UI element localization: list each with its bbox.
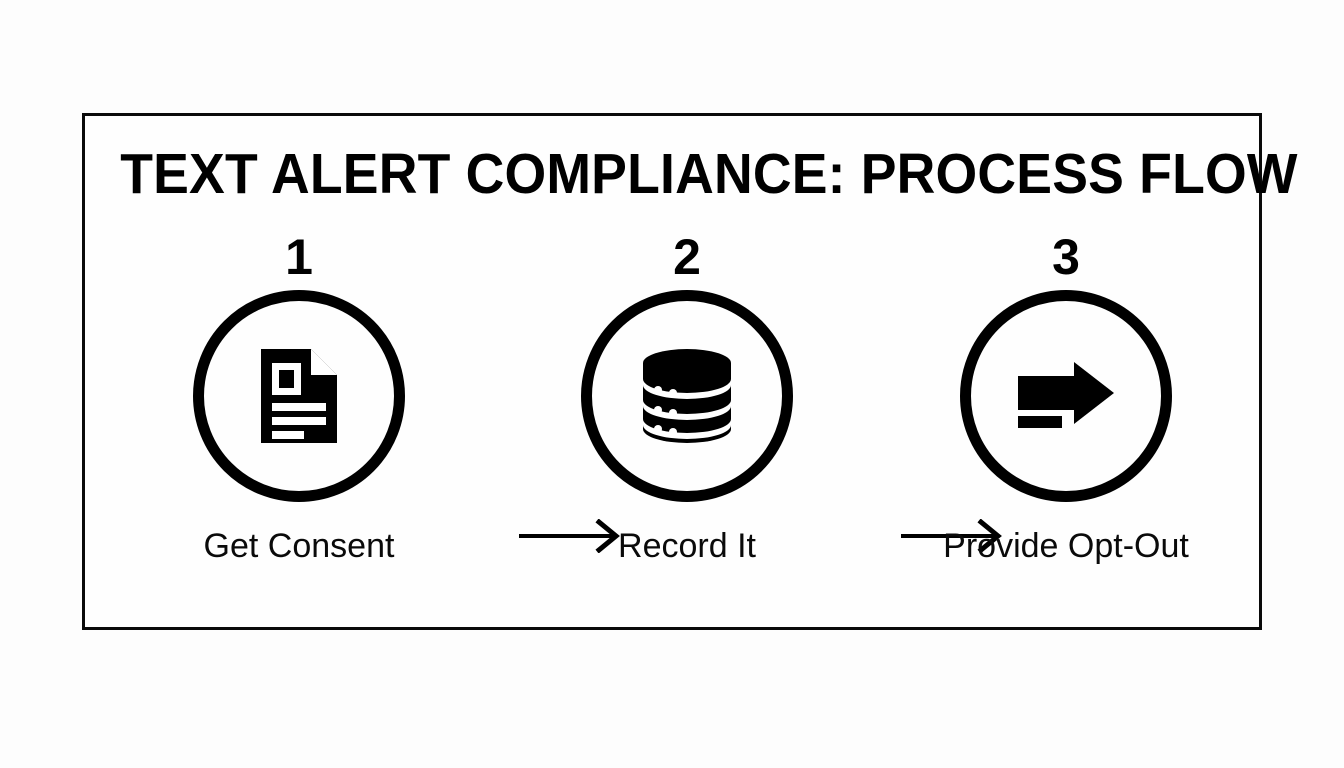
diagram-frame: TEXT ALERT COMPLIANCE: PROCESS FLOW 1	[82, 113, 1298, 630]
circle-outline	[960, 290, 1172, 502]
process-step-2[interactable]: 2	[537, 232, 837, 565]
step-number-2: 2	[673, 229, 701, 285]
arrow-right-icon	[901, 519, 1002, 553]
database-icon	[643, 349, 731, 443]
step-label-2: Record It	[618, 527, 756, 565]
process-step-3[interactable]: 3 Provide Opt-Out	[916, 232, 1216, 565]
page-title: TEXT ALERT COMPLIANCE: PROCESS FLOW	[120, 142, 1298, 206]
circle-outline	[193, 290, 405, 502]
circle-outline	[581, 290, 793, 502]
step-number-1: 1	[285, 229, 313, 285]
step-3-icon-circle	[960, 290, 1172, 502]
exit-arrow-icon	[1018, 362, 1114, 428]
step-1-icon-circle	[193, 290, 405, 502]
document-icon	[261, 349, 337, 443]
step-label-1: Get Consent	[203, 527, 395, 565]
process-step-1[interactable]: 1 Get Conse	[149, 232, 449, 565]
step-label-3: Provide Opt-Out	[943, 527, 1189, 565]
arrow-right-icon	[519, 519, 620, 553]
step-number-3: 3	[1052, 229, 1080, 285]
step-2-icon-circle	[581, 290, 793, 502]
process-steps-row: 1 Get Conse	[85, 232, 1259, 592]
